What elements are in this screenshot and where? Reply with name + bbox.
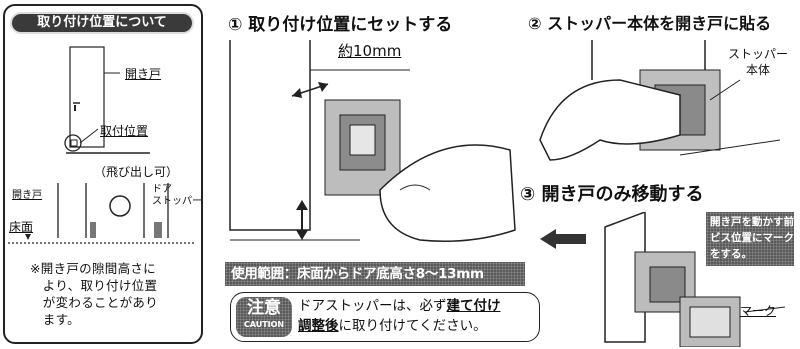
mounting-position-panel (3, 4, 203, 344)
protrusion-ok-label: （飛び出し可） (94, 165, 179, 179)
gap-diagram (8, 183, 196, 244)
mark-instruction-box: 開き戸を動かす前に ビス位置にマーク をする。 (706, 212, 800, 266)
usage-range-bar: 使用範囲：床面からドア底高さ8〜13mm (225, 262, 525, 286)
caution-badge-sub: CAUTION (243, 320, 285, 329)
step3-illustration (604, 212, 786, 347)
door-small-label: 開き戸 (12, 190, 42, 201)
caution-badge-main: 注意 (247, 298, 281, 318)
caution-text-1: ドアストッパーは、必ず (298, 298, 447, 314)
caution-text: ドアストッパーは、必ず建て付け 調整後に取り付けてください。 (298, 296, 501, 336)
step3-title: ③ 開き戸のみ移動する (520, 184, 704, 205)
caution-text-2: に取り付けてください。 (338, 318, 487, 334)
mark-label: マーク (740, 304, 777, 318)
mounting-position-title: 取り付け位置について (10, 12, 194, 34)
stopper-body-label: ストッパー 本体 (728, 47, 789, 77)
step1-title: ① 取り付け位置にセットする (228, 15, 453, 35)
floor-label: 床面 (9, 220, 34, 234)
caution-text-2-bold: 調整後 (298, 318, 339, 334)
caution-box (230, 292, 540, 342)
door-diagram (64, 46, 150, 154)
door-label: 開き戸 (125, 67, 162, 81)
caution-badge: 注意 CAUTION (236, 297, 292, 337)
step2-illustration (539, 40, 781, 161)
step2-title: ② ストッパー本体を開き戸に貼る (528, 14, 772, 33)
door-stopper-label: ドア ストッパー (152, 184, 202, 207)
caution-text-1-bold: 建て付け (446, 298, 501, 314)
mount-position-label: 取付位置 (100, 124, 149, 138)
move-arrow (540, 229, 586, 249)
step1-illustration (229, 40, 516, 242)
approx-10mm-label: 約10mm (338, 42, 402, 60)
gap-height-note: ※開き戸の隙間高さに より、取り付け位置 が変わることがあり ます。 (30, 261, 159, 327)
